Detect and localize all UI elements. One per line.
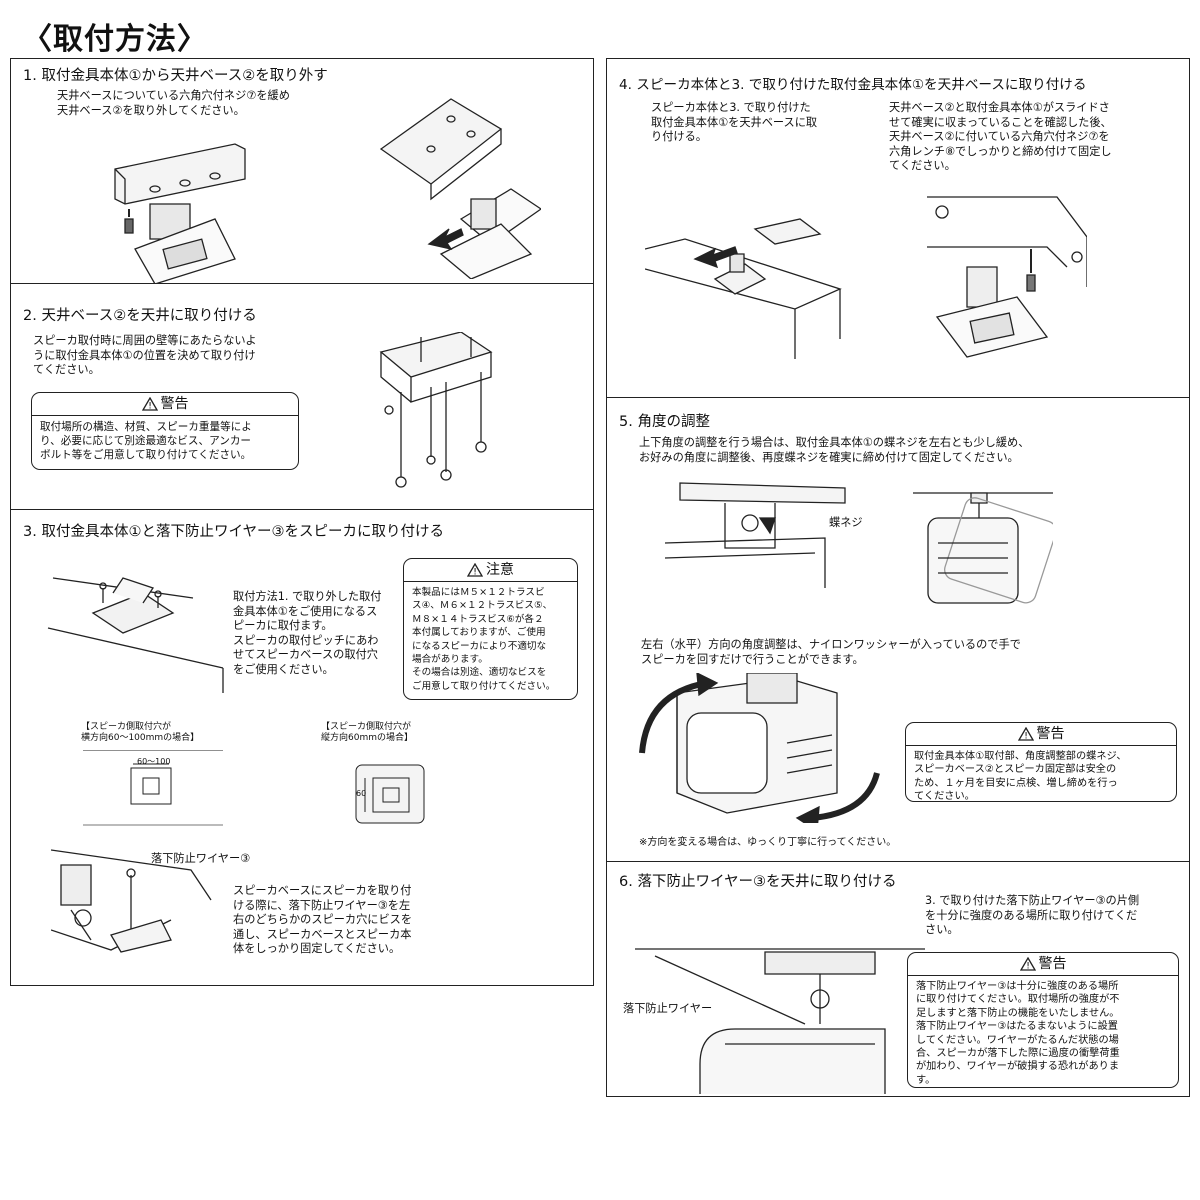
section-4-heading: 4. スピーカ本体と3. で取り付けた取付金具本体①を天井ベースに取り付ける: [619, 77, 1087, 93]
ceiling-base-slide-illustration: [371, 89, 541, 279]
speaker-bracket-top-illustration: [43, 568, 233, 693]
section-3-text: 取付方法1. で取り外した取付 金具本体①をご使用になるス ピーカに取付ます。 …: [233, 590, 382, 676]
svg-text:!: !: [148, 402, 152, 412]
dimension-60: 60: [356, 789, 367, 798]
bracket-removal-illustration: [95, 109, 265, 284]
section-3-caution-title: 注意: [486, 562, 514, 578]
section-6-warning-box: ! 警告 落下防止ワイヤー③は十分に強度のある場所 に取り付けてください。取付場所…: [907, 952, 1179, 1088]
warning-triangle-icon: !: [1017, 727, 1034, 742]
section-5-note: ※方向を変える場合は、ゆっくり丁寧に行ってください。: [639, 837, 897, 848]
section-2-heading: 2. 天井ベース②を天井に取り付ける: [23, 308, 257, 324]
slide-mount-illustration: [645, 209, 845, 359]
section-2-warning-title: 警告: [160, 396, 189, 412]
section-5-heading: 5. 角度の調整: [619, 414, 710, 430]
section-4-text-left: スピーカ本体と3. で取り付けた 取付金具本体①を天井ベースに取 り付ける。: [651, 101, 818, 144]
section-5-panel: 5. 角度の調整 上下角度の調整を行う場合は、取付金具本体①の蝶ネジを左右とも少…: [606, 397, 1190, 862]
section-5-warning-text: 取付金具本体①取付部、角度調整部の蝶ネジ、 スピーカベース②とスピーカ固定部は安…: [914, 751, 1127, 803]
section-1-heading: 1. 取付金具本体①から天井ベース②を取り外す: [23, 68, 328, 84]
section-3-panel: 3. 取付金具本体①と落下防止ワイヤー③をスピーカに取り付ける 取付方法1. で…: [10, 509, 594, 986]
section-3-caution-text: 本製品にはＭ５×１２トラスビ ス④、Ｍ６×１２トラスビス⑤、 Ｍ８×１４トラスビ…: [412, 587, 556, 692]
section-3-text-2: スピーカベースにスピーカを取り付 ける際に、落下防止ワイヤー③を左 右のどちらか…: [233, 884, 413, 956]
section-3-wire-label: 落下防止ワイヤー③: [151, 852, 251, 865]
ceiling-base-screws-illustration: [371, 332, 511, 492]
svg-text:!: !: [473, 568, 477, 578]
dimension-60-100: 60～100: [137, 757, 171, 766]
hex-screw-fasten-illustration: [927, 187, 1087, 367]
caption-horizontal-holes: 【スピーカ側取付穴が 横方向60～100mmの場合】: [81, 722, 200, 743]
section-1-panel: 1. 取付金具本体①から天井ベース②を取り外す 天井ベースについている六角穴付ネ…: [10, 58, 594, 284]
section-5-warning-title: 警告: [1036, 726, 1065, 742]
section-1-text: 天井ベースについている六角穴付ネジ⑦を緩め 天井ベース②を取り外してください。: [57, 89, 290, 117]
page-title: 〈取付方法〉: [22, 22, 208, 57]
tilt-bracket-illustration: [665, 478, 850, 588]
section-4-text-right: 天井ベース②と取付金具本体①がスライドさ せて確実に収まっていることを確認した後…: [889, 101, 1112, 173]
section-6-panel: 6. 落下防止ワイヤー③を天井に取り付ける 3. で取り付けた落下防止ワイヤー③…: [606, 861, 1190, 1097]
caption-vertical-holes: 【スピーカ側取付穴が 縦方向60mmの場合】: [321, 722, 413, 743]
speaker-tilt-illustration: [913, 488, 1053, 613]
wing-nut-label: 蝶ネジ: [829, 516, 863, 529]
vertical-holes-diagram: [351, 760, 431, 830]
section-3-caution-box: ! 注意 本製品にはＭ５×１２トラスビ ス④、Ｍ６×１２トラスビス⑤、 Ｍ８×１４…: [403, 558, 578, 700]
wire-to-ceiling-illustration: [635, 944, 925, 1094]
caution-triangle-icon: !: [467, 563, 483, 577]
section-6-text: 3. で取り付けた落下防止ワイヤー③の片側 を十分に強度のある場所に取り付けてく…: [925, 894, 1140, 937]
section-6-heading: 6. 落下防止ワイヤー③を天井に取り付ける: [619, 874, 897, 890]
section-6-warning-text: 落下防止ワイヤー③は十分に強度のある場所 に取り付けてください。取付場所の強度が…: [916, 981, 1120, 1086]
speaker-rotate-illustration: [637, 673, 887, 823]
horizontal-holes-diagram: [83, 750, 223, 830]
section-2-panel: 2. 天井ベース②を天井に取り付ける スピーカ取付時に周囲の壁等にあたらないよ …: [10, 283, 594, 510]
section-2-warning-text: 取付場所の構造、材質、スピーカ重量等によ り、必要に応じて別途最適なビス、アンカ…: [40, 421, 252, 462]
warning-triangle-icon: !: [141, 397, 158, 412]
speaker-wire-illustration: [51, 840, 231, 960]
section-2-warning-box: ! 警告 取付場所の構造、材質、スピーカ重量等によ り、必要に応じて別途最適なビス…: [31, 392, 299, 470]
section-6-wire-label: 落下防止ワイヤー: [623, 1002, 713, 1015]
svg-text:!: !: [1024, 732, 1028, 742]
section-4-panel: 4. スピーカ本体と3. で取り付けた取付金具本体①を天井ベースに取り付ける ス…: [606, 58, 1190, 398]
section-5-text-2: 左右（水平）方向の角度調整は、ナイロンワッシャーが入っているので手で スピーカを…: [641, 638, 1021, 666]
svg-text:!: !: [1026, 962, 1030, 972]
section-3-heading: 3. 取付金具本体①と落下防止ワイヤー③をスピーカに取り付ける: [23, 524, 445, 540]
section-2-text: スピーカ取付時に周囲の壁等にあたらないよ うに取付金具本体①の位置を決めて取り付…: [33, 334, 257, 377]
section-5-warning-box: ! 警告 取付金具本体①取付部、角度調整部の蝶ネジ、 スピーカベース②とスピーカ固…: [905, 722, 1177, 802]
section-6-warning-title: 警告: [1038, 956, 1067, 972]
warning-triangle-icon: !: [1019, 957, 1036, 972]
section-5-text: 上下角度の調整を行う場合は、取付金具本体①の蝶ネジを左右とも少し緩め、 お好みの…: [639, 436, 1030, 464]
